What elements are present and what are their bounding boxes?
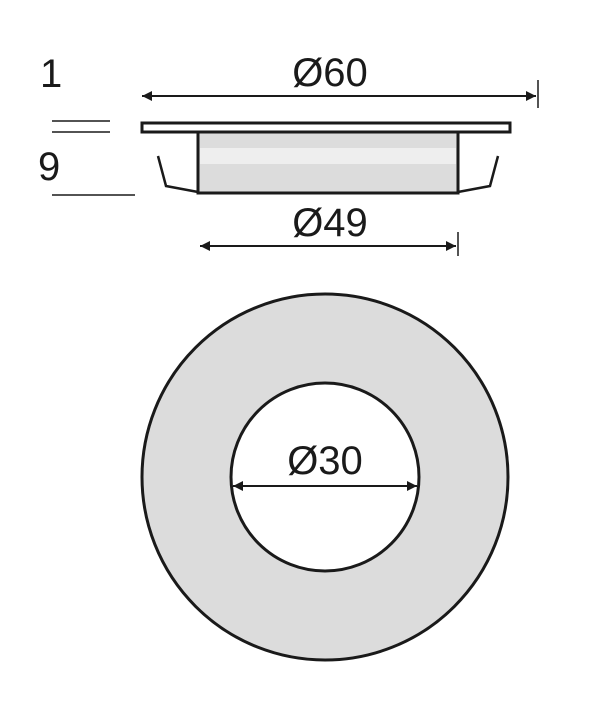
left-spring-clip — [156, 155, 199, 194]
top-view: Ø30 — [140, 292, 510, 662]
inner-diameter-label: Ø30 — [287, 439, 363, 483]
right-spring-clip — [457, 155, 500, 194]
body-diameter-label: Ø49 — [292, 201, 368, 245]
outer-diameter-label: Ø60 — [292, 51, 368, 95]
side-view: 1 9 Ø60 Ø49 — [38, 51, 539, 256]
body-height-label: 9 — [38, 145, 60, 189]
flange-thickness-label: 1 — [40, 52, 62, 96]
inner-opening — [229, 381, 421, 573]
body-highlight — [200, 148, 456, 164]
